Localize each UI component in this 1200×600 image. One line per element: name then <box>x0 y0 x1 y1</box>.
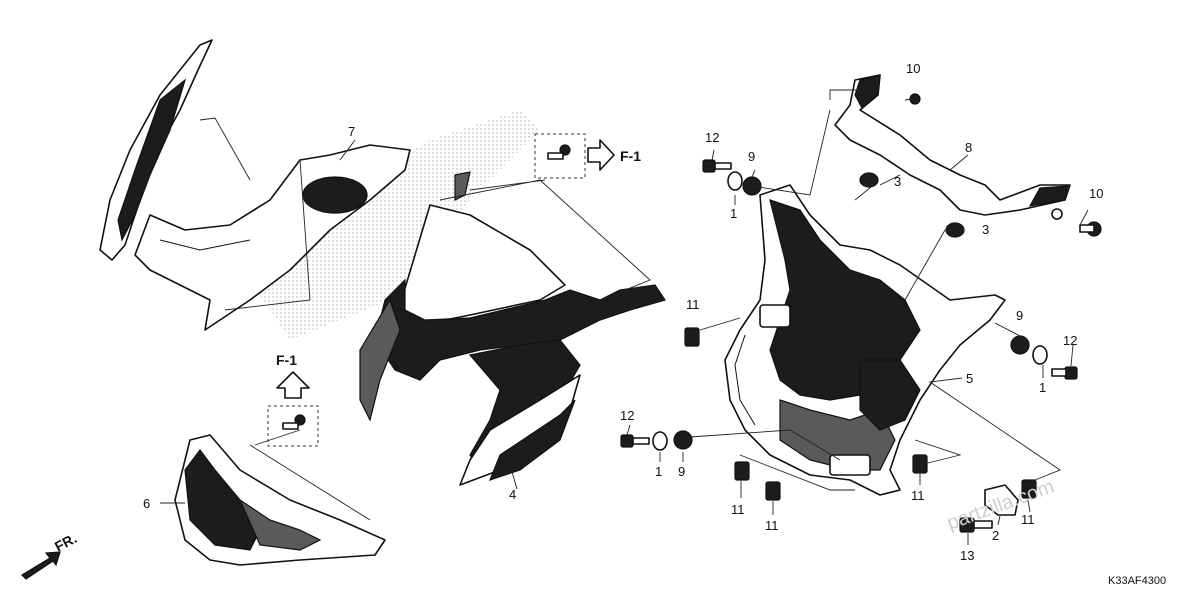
screw-10b[interactable] <box>1079 221 1102 237</box>
bolt-13[interactable] <box>959 517 993 533</box>
part-7-upper-cowl[interactable] <box>99 39 411 331</box>
front-direction-arrow <box>21 551 61 580</box>
f1-arrow-lower <box>276 371 310 399</box>
washer-1b[interactable] <box>1032 345 1048 365</box>
clip-11d[interactable] <box>912 454 928 474</box>
bolt-12c[interactable] <box>620 434 650 448</box>
part-8-bracket[interactable] <box>834 74 1071 220</box>
watermark: partzilla.com <box>944 476 1057 535</box>
callout-1b: 1 <box>1039 380 1046 395</box>
callout-13: 13 <box>960 548 974 563</box>
callout-12a: 12 <box>705 130 719 145</box>
callout-5: 5 <box>966 371 973 386</box>
callout-9a: 9 <box>748 149 755 164</box>
diagram-code: K33AF4300 <box>1108 575 1166 587</box>
front-label: FR. <box>52 530 79 555</box>
callout-12c: 12 <box>620 408 634 423</box>
part-4-front-cowl[interactable] <box>359 171 666 486</box>
bolt-12a[interactable] <box>702 159 732 173</box>
shading-band <box>230 110 540 340</box>
callout-7: 7 <box>348 124 355 139</box>
callout-11c: 11 <box>765 518 779 533</box>
callout-8: 8 <box>965 140 972 155</box>
callout-4: 4 <box>509 487 516 502</box>
callout-10b: 10 <box>1089 186 1103 201</box>
clip-11e[interactable] <box>1021 479 1037 499</box>
clip-11a[interactable] <box>684 327 700 347</box>
part-6-lower-cowl[interactable] <box>174 434 386 566</box>
f1-arrow-upper <box>587 139 615 171</box>
callout-11a: 11 <box>686 297 700 312</box>
grommet-3a[interactable] <box>859 172 879 188</box>
collar-9c[interactable] <box>673 430 693 450</box>
washer-1c[interactable] <box>652 431 668 451</box>
washer-1a[interactable] <box>727 171 743 191</box>
callout-11d: 11 <box>911 488 925 503</box>
clip-11b[interactable] <box>734 461 750 481</box>
bolt-12b[interactable] <box>1051 366 1078 380</box>
callout-2: 2 <box>992 528 999 543</box>
collar-9b[interactable] <box>1010 335 1030 355</box>
callout-9b: 9 <box>1016 308 1023 323</box>
callout-1c: 1 <box>655 464 662 479</box>
grommet-3b[interactable] <box>945 222 965 238</box>
part-5-inner-panel[interactable] <box>724 184 1006 496</box>
f1-reference-upper: F-1 <box>620 148 641 164</box>
clamp-2[interactable] <box>984 484 1019 516</box>
callout-9c: 9 <box>678 464 685 479</box>
f1-reference-lower: F-1 <box>276 352 297 368</box>
f1-box-lower <box>267 405 319 447</box>
callout-11e: 11 <box>1021 512 1035 527</box>
leader-lines <box>160 89 1089 545</box>
callout-11b: 11 <box>731 502 745 517</box>
callout-10a: 10 <box>906 61 920 76</box>
callout-1a: 1 <box>730 206 737 221</box>
clip-11c[interactable] <box>765 481 781 501</box>
callout-3b: 3 <box>982 222 989 237</box>
callout-3a: 3 <box>894 174 901 189</box>
callout-6: 6 <box>143 496 150 511</box>
callout-12b: 12 <box>1063 333 1077 348</box>
f1-box-upper <box>534 133 586 179</box>
